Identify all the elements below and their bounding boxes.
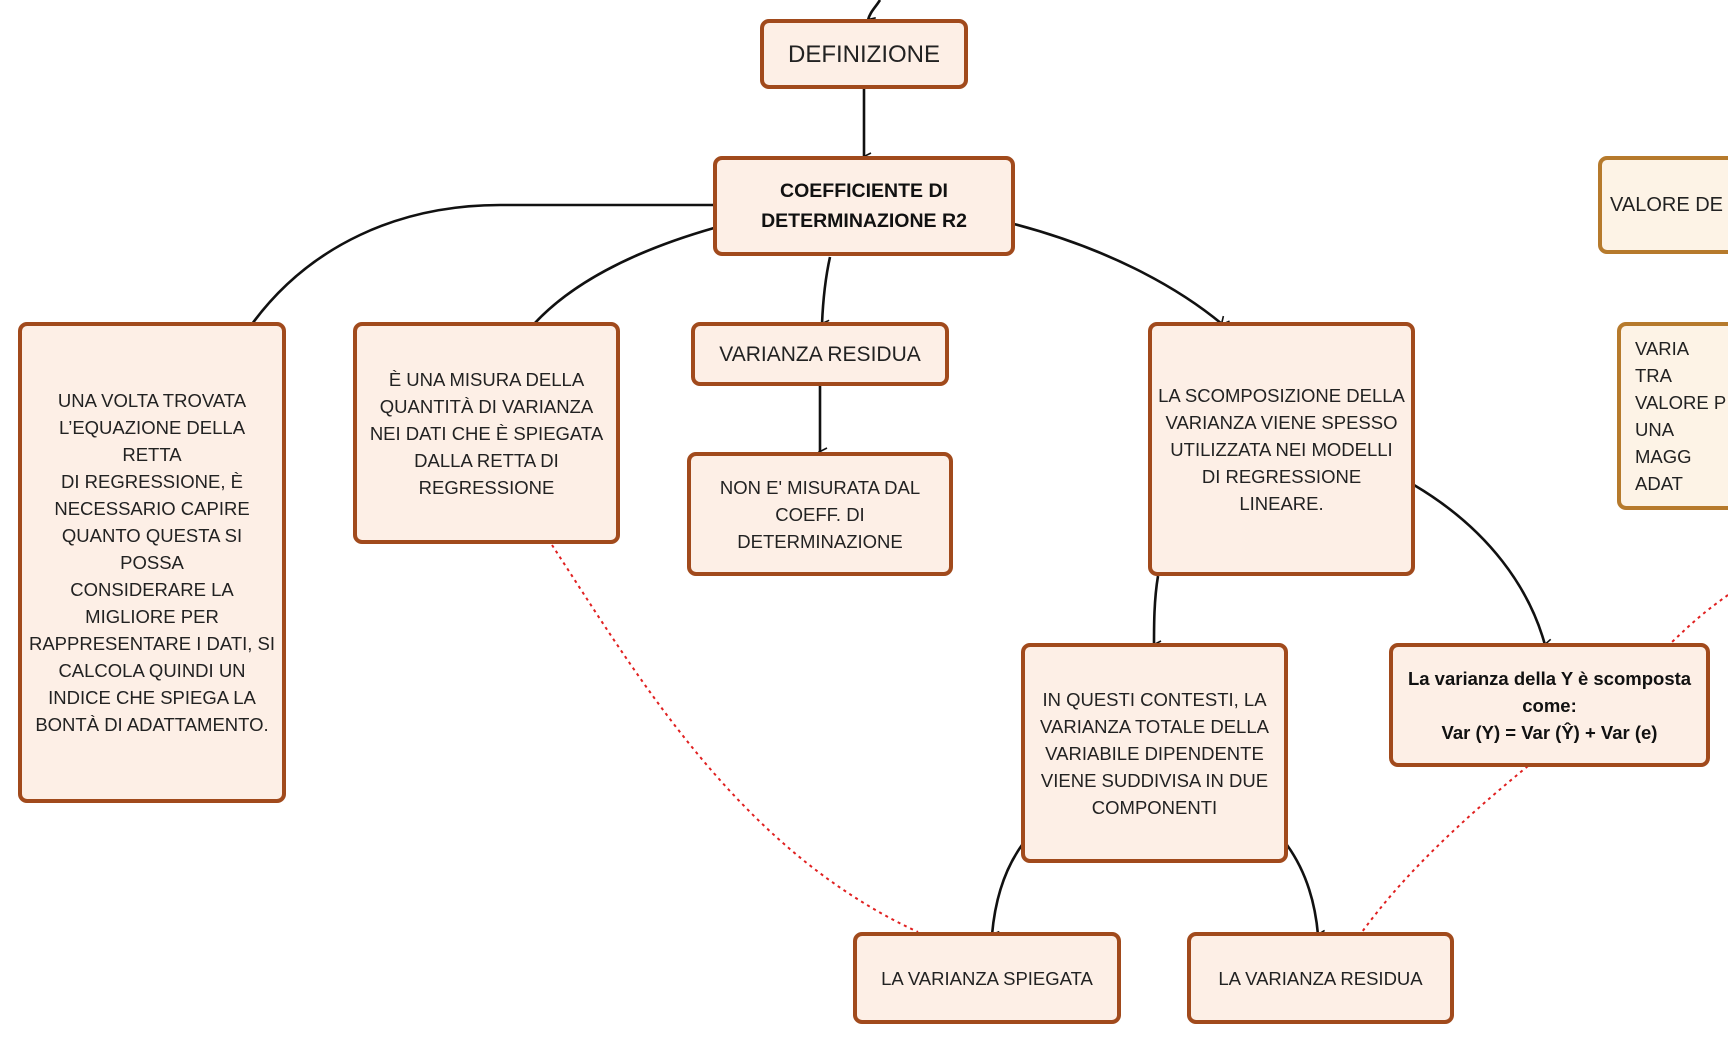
edge-coefficiente-to-varianza-residua: [822, 256, 832, 324]
node-una-volta-label: UNA VOLTA TROVATA L’EQUAZIONE DELLA RETT…: [28, 390, 276, 735]
node-coefficiente-label: COEFFICIENTE DI DETERMINAZIONE R2: [761, 180, 967, 232]
node-contesti-label: IN QUESTI CONTESTI, LA VARIANZA TOTALE D…: [1040, 688, 1269, 818]
node-varianza-residua[interactable]: VARIANZA RESIDUA: [691, 322, 949, 386]
edge-scomposizione-to-scomposta: [1413, 483, 1545, 645]
dotted-link-scomposta-to-residua-finale: [1361, 765, 1529, 933]
node-var-formula[interactable]: La varianza della Y è scomposta come: Va…: [1389, 643, 1710, 767]
dotted-link-misura-to-spiegata: [551, 544, 919, 933]
node-non-misurata-label: NON E' MISURATA DAL COEFF. DI DETERMINAZ…: [719, 476, 921, 552]
node-varianza-residua-label: VARIANZA RESIDUA: [719, 342, 921, 366]
node-definizione[interactable]: DEFINIZIONE: [760, 19, 968, 89]
dotted-link-offscreen: [1671, 594, 1728, 643]
node-scomposizione-label: LA SCOMPOSIZIONE DELLA VARIANZA VIENE SP…: [1158, 384, 1405, 514]
node-misura-label: È UNA MISURA DELLA QUANTITÀ DI VARIANZA …: [369, 368, 604, 498]
node-scomposizione[interactable]: LA SCOMPOSIZIONE DELLA VARIANZA VIENE SP…: [1148, 322, 1415, 576]
edge-top-to-definizione: [868, 0, 882, 20]
node-definizione-label: DEFINIZIONE: [787, 40, 940, 68]
node-contesti[interactable]: IN QUESTI CONTESTI, LA VARIANZA TOTALE D…: [1021, 643, 1288, 863]
node-varianza-residua-finale-label: LA VARIANZA RESIDUA: [1218, 967, 1423, 989]
node-varianza-residua-finale[interactable]: LA VARIANZA RESIDUA: [1187, 932, 1454, 1024]
node-valore-partial-label: VALORE DE: [1610, 193, 1723, 216]
node-una-volta-trovata[interactable]: UNA VOLTA TROVATA L’EQUAZIONE DELLA RETT…: [18, 322, 286, 803]
edge-coefficiente-to-misura: [534, 226, 715, 324]
edge-coefficiente-to-una-volta: [252, 203, 714, 324]
edge-coefficiente-to-scomposizione: [1013, 222, 1222, 324]
edge-scomposizione-to-contesti: [1154, 575, 1158, 645]
node-non-misurata[interactable]: NON E' MISURATA DAL COEFF. DI DETERMINAZ…: [687, 452, 953, 576]
edge-contesti-to-residua-finale: [1285, 844, 1318, 935]
node-varianza-spiegata[interactable]: LA VARIANZA SPIEGATA: [853, 932, 1121, 1024]
node-varia-partial-label: VARIA TRA VALORE P UNA MAGG ADAT: [1635, 338, 1727, 494]
edge-contesti-to-spiegata: [992, 844, 1024, 935]
node-var-formula-label: La varianza della Y è scomposta come: Va…: [1407, 667, 1692, 743]
node-varia-partial[interactable]: VARIA TRA VALORE P UNA MAGG ADAT: [1617, 322, 1728, 510]
node-coefficiente-di-determinazione[interactable]: COEFFICIENTE DI DETERMINAZIONE R2: [713, 156, 1015, 256]
node-valore-partial[interactable]: VALORE DE: [1598, 156, 1728, 254]
node-misura-varianza[interactable]: È UNA MISURA DELLA QUANTITÀ DI VARIANZA …: [353, 322, 620, 544]
node-varianza-spiegata-label: LA VARIANZA SPIEGATA: [881, 967, 1093, 989]
